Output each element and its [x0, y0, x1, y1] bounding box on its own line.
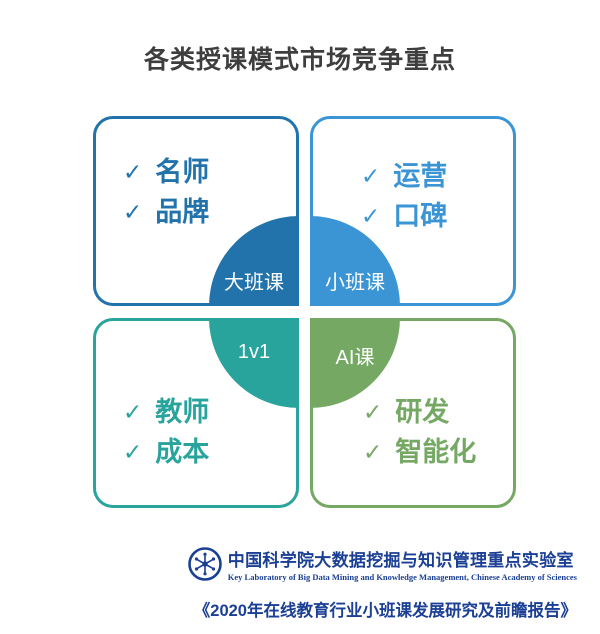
- list-item: ✓ 智能化: [363, 437, 476, 468]
- circle-label-small-class: 小班课: [325, 272, 385, 294]
- lab-seal-icon: [187, 547, 222, 581]
- list-item: ✓ 品牌: [123, 197, 209, 228]
- check-icon: ✓: [123, 159, 143, 185]
- check-icon: ✓: [361, 203, 381, 229]
- lab-branding: 中国科学院大数据挖掘与知识管理重点实验室 Key Laboratory of B…: [187, 546, 577, 582]
- check-icon: ✓: [363, 439, 383, 465]
- lab-name-en: Key Laboratory of Big Data Mining and Kn…: [227, 572, 577, 582]
- page-title: 各类授课模式市场竞争重点: [143, 46, 456, 74]
- item-label: 名师: [155, 157, 210, 187]
- check-icon: ✓: [363, 399, 383, 425]
- item-label: 教师: [155, 397, 210, 427]
- item-label: 品牌: [155, 197, 210, 227]
- quadrant-box-large-class: ✓ 名师 ✓ 品牌: [93, 116, 299, 306]
- footer: 中国科学院大数据挖掘与知识管理重点实验室 Key Laboratory of B…: [187, 546, 577, 621]
- circle-label-large-class: 大班课: [224, 272, 284, 294]
- item-label: 成本: [155, 437, 210, 467]
- checklist-small-class: ✓ 运营 ✓ 口碑: [361, 161, 447, 232]
- list-item: ✓ 口碑: [361, 201, 447, 232]
- list-item: ✓ 教师: [123, 397, 209, 428]
- item-label: 研发: [395, 397, 450, 427]
- circle-label-one-on-one: 1v1: [237, 341, 271, 363]
- center-circle-quarter-small-class: 小班课: [310, 216, 400, 306]
- list-item: ✓ 研发: [363, 397, 476, 428]
- item-label: 运营: [393, 161, 448, 191]
- item-label: 口碑: [393, 201, 448, 231]
- checklist-one-on-one: ✓ 教师 ✓ 成本: [123, 397, 209, 468]
- list-item: ✓ 成本: [123, 437, 209, 468]
- report-title: 《2020年在线教育行业小班课发展研究及前瞻报告》: [193, 602, 577, 620]
- list-item: ✓ 名师: [123, 157, 209, 188]
- check-icon: ✓: [123, 399, 143, 425]
- item-label: 智能化: [395, 437, 477, 467]
- lab-text-block: 中国科学院大数据挖掘与知识管理重点实验室 Key Laboratory of B…: [228, 546, 577, 582]
- list-item: ✓ 运营: [361, 161, 447, 192]
- checklist-large-class: ✓ 名师 ✓ 品牌: [123, 157, 209, 228]
- circle-label-ai-class: AI课: [335, 347, 375, 369]
- lab-name-cn: 中国科学院大数据挖掘与知识管理重点实验室: [227, 551, 574, 570]
- checklist-ai-class: ✓ 研发 ✓ 智能化: [363, 397, 476, 468]
- check-icon: ✓: [123, 439, 143, 465]
- check-icon: ✓: [361, 163, 381, 189]
- check-icon: ✓: [123, 199, 143, 225]
